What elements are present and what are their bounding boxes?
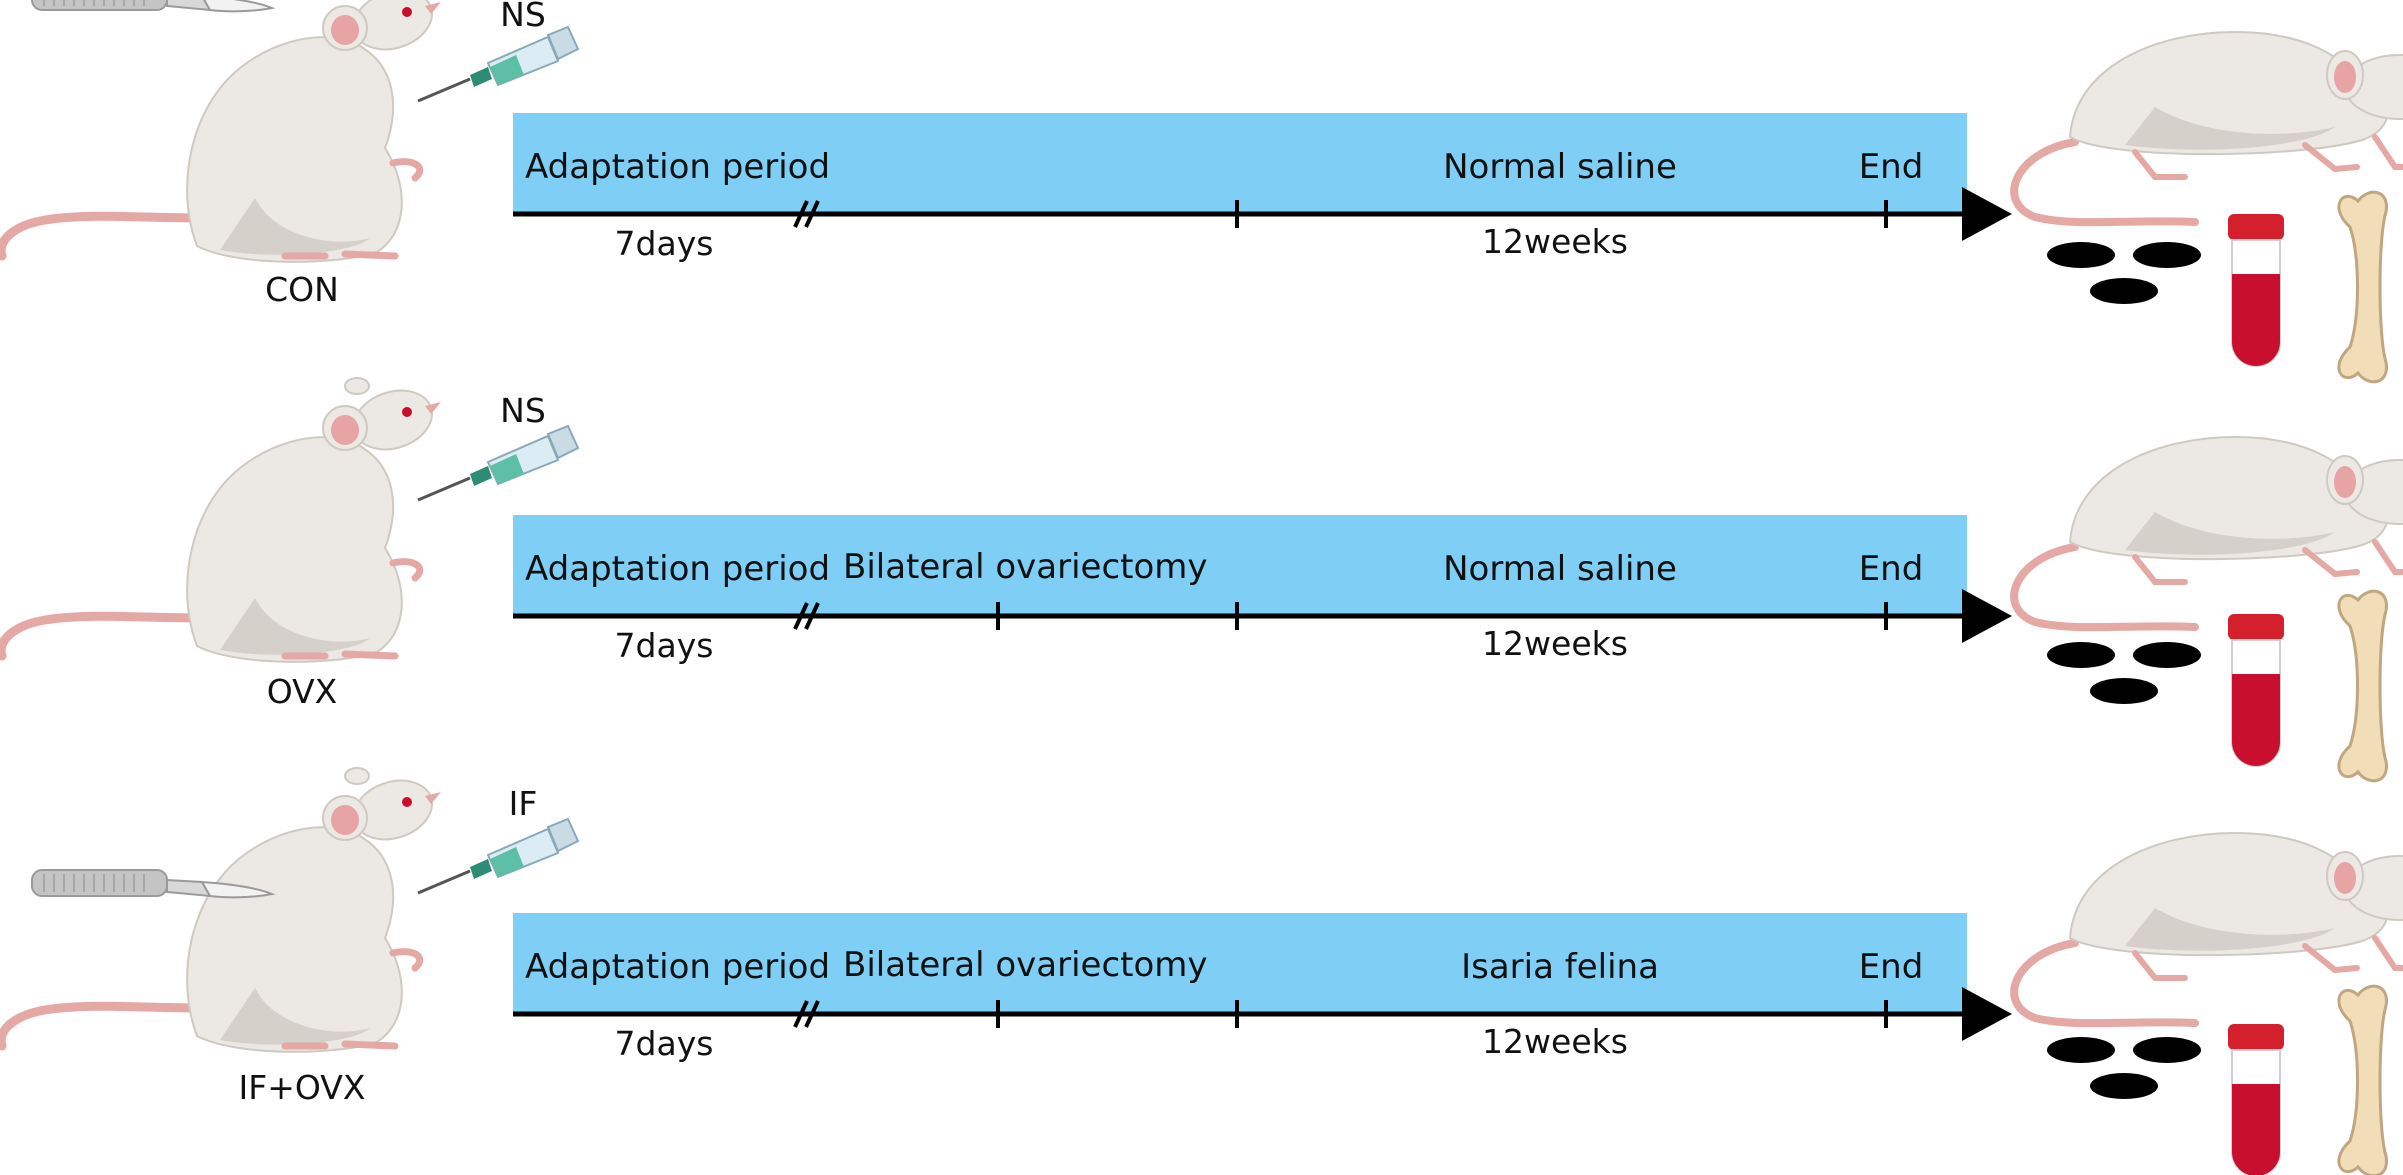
axis-break-mark (793, 602, 809, 630)
syringe-icon (416, 817, 580, 895)
bone-icon (2337, 984, 2388, 1175)
adaptation-duration: 7days (615, 224, 714, 263)
timeline-band (513, 913, 1967, 1014)
axis-break-mark (793, 200, 809, 228)
treatment-label: Normal saline (1443, 549, 1677, 589)
end-label: End (1859, 147, 1924, 187)
timeline-band (513, 515, 1967, 616)
feces-icon (2047, 642, 2201, 704)
axis-break-mark (804, 1000, 820, 1028)
bone-icon (2337, 190, 2388, 384)
group-label: CON (265, 270, 339, 309)
blood-tube-icon (2227, 1023, 2285, 1175)
blood-tube-icon (2227, 613, 2285, 767)
injection-label: IF (509, 784, 538, 823)
timeline-row: Adaptation period Normal saline End 7days 12… (1, 0, 2403, 384)
scalpel-icon (31, 0, 273, 13)
rat-sitting-icon (1, 0, 441, 262)
injection-label: NS (500, 391, 546, 430)
axis-break-mark (804, 602, 820, 630)
treatment-duration: 12weeks (1482, 1022, 1628, 1061)
syringe-icon (416, 25, 580, 103)
blood-tube-icon (2227, 213, 2285, 367)
treatment-label: Normal saline (1443, 147, 1677, 187)
rat-sitting-icon (1, 378, 441, 662)
end-label: End (1859, 947, 1924, 987)
adaptation-duration: 7days (615, 1024, 714, 1063)
axis-break-mark (804, 200, 820, 228)
feces-icon (2047, 1037, 2201, 1099)
axis-break-mark (793, 1000, 809, 1028)
bone-icon (2337, 589, 2388, 783)
group-label: IF+OVX (239, 1068, 366, 1107)
timeline-arrowhead (1962, 589, 2012, 643)
adaptation-period-label: Adaptation period (525, 549, 830, 589)
feces-icon (2047, 242, 2201, 304)
adaptation-duration: 7days (615, 626, 714, 665)
timeline-band (513, 113, 1967, 214)
end-label: End (1859, 549, 1924, 589)
surgery-label: Bilateral ovariectomy (843, 547, 1208, 587)
adaptation-period-label: Adaptation period (525, 947, 830, 987)
rat-sitting-icon (1, 768, 441, 1052)
timeline-row: Adaptation period Bilateral ovariectomy Is… (1, 768, 2403, 1175)
timeline-arrowhead (1962, 187, 2012, 241)
treatment-duration: 12weeks (1482, 222, 1628, 261)
treatment-duration: 12weeks (1482, 624, 1628, 663)
treatment-label: Isaria felina (1461, 947, 1659, 987)
syringe-icon (416, 424, 580, 502)
timeline-arrowhead (1962, 987, 2012, 1041)
surgery-label: Bilateral ovariectomy (843, 945, 1208, 985)
injection-label: NS (500, 0, 546, 34)
adaptation-period-label: Adaptation period (525, 147, 830, 187)
group-label: OVX (267, 672, 338, 711)
rat-walking-icon (2014, 32, 2403, 222)
